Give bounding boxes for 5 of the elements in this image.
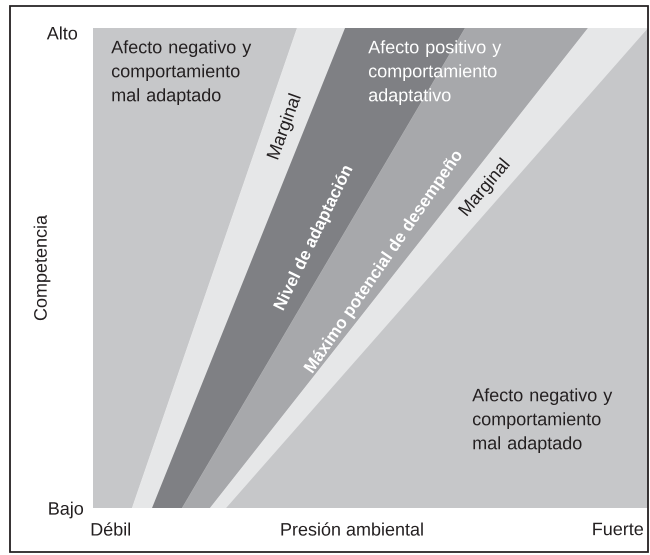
axis-title: Competencia	[34, 215, 50, 320]
axis-title: Presión ambiental	[281, 522, 423, 536]
axis-end-label: Fuerte	[593, 522, 643, 536]
axis-end-label: Débil	[92, 522, 130, 536]
axis-end-label: Bajo	[49, 502, 84, 518]
